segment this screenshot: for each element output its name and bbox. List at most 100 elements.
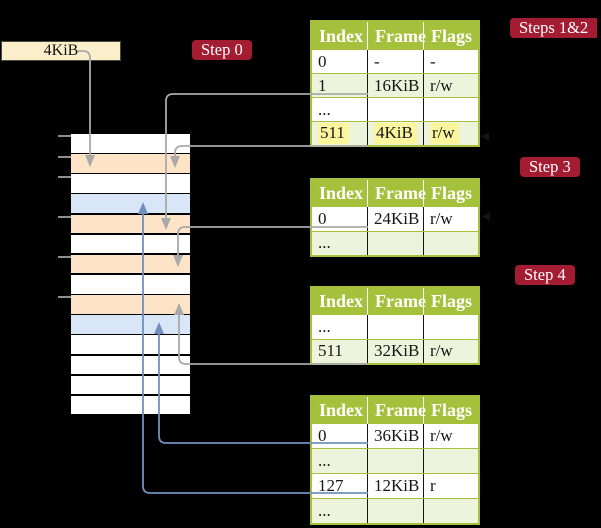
- table-cell: -: [368, 50, 424, 73]
- table-cell: 32KiB: [368, 339, 424, 363]
- table-row: ...: [312, 448, 478, 473]
- badge-step-0: Step 0: [192, 40, 252, 60]
- table-cell: r/w: [430, 208, 453, 228]
- column-header-flags: Flags: [431, 25, 473, 46]
- table-cell: ...: [312, 499, 368, 523]
- table-cell: [424, 98, 478, 121]
- memory-row-blue: [71, 194, 190, 214]
- table-cell: 24KiB: [368, 207, 424, 231]
- table-cell: [424, 232, 478, 256]
- table-cell: r/w: [430, 426, 453, 445]
- column-header-index: Index: [312, 22, 368, 50]
- memory-tick: [58, 176, 71, 178]
- table-cell: [368, 449, 424, 473]
- table-cell: [368, 231, 424, 255]
- table-cell: ...: [312, 231, 368, 255]
- column-header-frame: Frame: [368, 180, 426, 207]
- table-cell: r/w: [430, 341, 453, 361]
- table-cell: ...: [312, 98, 368, 121]
- hidden-arrow-tip: [482, 212, 490, 221]
- table-row: ...: [312, 97, 478, 121]
- table-cell: 0: [312, 207, 368, 231]
- column-header-index: Index: [312, 180, 368, 207]
- table-cell: -: [430, 51, 436, 71]
- highlighted-value: 511: [318, 123, 349, 144]
- table-cell: 1: [312, 74, 368, 97]
- arrow-table1-entry511-to-frame-4kib: [170, 145, 368, 168]
- table-cell: 0: [312, 50, 368, 73]
- table-cell: [368, 315, 424, 339]
- memory-tick: [58, 296, 71, 298]
- memory-row-blue: [71, 315, 190, 334]
- column-header-frame: Frame: [368, 22, 426, 50]
- memory-row-peach: [71, 295, 190, 314]
- badge-step-3: Step 3: [520, 157, 580, 177]
- column-header-index: Index: [312, 397, 368, 424]
- memory-row-white: [71, 134, 190, 153]
- memory-row-white: [71, 174, 190, 193]
- memory-row-peach: [71, 254, 190, 274]
- highlighted-value: 4KiB: [374, 123, 417, 144]
- table-row: 511 4KiB r/w: [312, 121, 478, 145]
- table-cell: 511: [312, 339, 368, 363]
- table-row: ...: [312, 498, 478, 523]
- column-header-frame: Frame: [368, 397, 426, 424]
- hidden-arrow-tip: [481, 132, 489, 141]
- table-cell: 4KiB: [368, 122, 424, 145]
- frame-address-box: 4KiB: [1, 41, 121, 61]
- table-cell: [424, 499, 478, 523]
- memory-row-white: [71, 355, 190, 375]
- table-cell: 16KiB: [368, 74, 424, 97]
- badge-step-4: Step 4: [515, 265, 575, 285]
- memory-column: [71, 134, 190, 415]
- memory-row-white: [71, 274, 190, 294]
- table-row: ...: [312, 315, 478, 339]
- table-cell: [424, 449, 478, 473]
- memory-tick: [58, 135, 71, 137]
- table-cell: 511: [312, 122, 368, 145]
- table-row: 0--: [312, 50, 478, 73]
- table-cell: 36KiB: [368, 424, 424, 448]
- table-cell: [368, 499, 424, 523]
- table-cell: ...: [312, 449, 368, 473]
- memory-row-white: [71, 335, 190, 354]
- column-header-flags: Flags: [431, 400, 473, 420]
- column-header-frame: Frame: [368, 288, 426, 315]
- table-cell: r/w: [430, 75, 453, 95]
- memory-row-white: [71, 395, 190, 415]
- table-cell: r: [430, 476, 436, 495]
- column-header-flags: Flags: [431, 183, 473, 203]
- table-cell: r/w: [424, 122, 478, 145]
- table-cell: ...: [312, 315, 368, 339]
- badge-steps-1-2: Steps 1&2: [510, 18, 598, 38]
- table-cell: [368, 98, 424, 121]
- memory-row-white: [71, 375, 190, 395]
- table-cell: 12KiB: [368, 474, 424, 498]
- column-header-flags: Flags: [431, 291, 473, 311]
- memory-row-white: [71, 234, 190, 254]
- column-header-index: Index: [312, 288, 368, 315]
- memory-tick: [58, 256, 71, 258]
- memory-row-peach: [71, 214, 190, 234]
- memory-tick: [58, 216, 71, 218]
- memory-row-peach: [71, 154, 190, 173]
- table-cell: 0: [312, 424, 368, 448]
- table-cell: [424, 315, 478, 339]
